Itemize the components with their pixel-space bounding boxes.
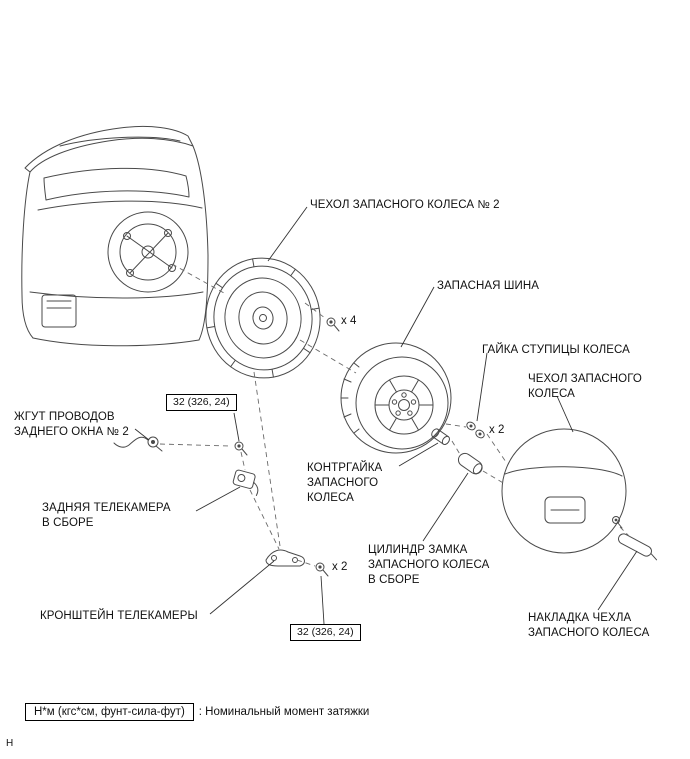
quantity-cover-bolts: x 4 bbox=[341, 315, 357, 327]
vehicle-rear-drawing bbox=[21, 125, 209, 347]
callout-wheel-hub-nut: ГАЙКА СТУПИЦЫ КОЛЕСА bbox=[482, 344, 630, 356]
callout-rear-camera-assembly: ЗАДНЯЯ ТЕЛЕКАМЕРА В СБОРЕ bbox=[42, 502, 171, 529]
callout-lock-cylinder-assembly: ЦИЛИНДР ЗАМКА ЗАПАСНОГО КОЛЕСА В СБОРЕ bbox=[368, 544, 490, 586]
cover-bolt-icon bbox=[326, 317, 340, 332]
callout-leader-lines bbox=[134, 206, 638, 625]
callout-rear-window-harness-no2: ЖГУТ ПРОВОДОВ ЗАДНЕГО ОКНА № 2 bbox=[14, 411, 129, 438]
bracket-bolt-icon bbox=[315, 562, 329, 577]
torque-unit-box: Н*м (кгс*см, фунт-сила-фут) bbox=[25, 703, 194, 721]
callout-spare-wheel-cover: ЧЕХОЛ ЗАПАСНОГО КОЛЕСА bbox=[528, 373, 642, 400]
page-footer-mark: Н bbox=[6, 738, 14, 749]
callout-spare-wheel-cover-no2: ЧЕХОЛ ЗАПАСНОГО КОЛЕСА № 2 bbox=[310, 199, 500, 211]
callout-spare-tire: ЗАПАСНАЯ ШИНА bbox=[437, 280, 540, 292]
torque-spec-badge-1: 32 (326, 24) bbox=[166, 394, 237, 411]
quantity-bracket-bolts: x 2 bbox=[332, 561, 348, 573]
callout-camera-bracket: КРОНШТЕЙН ТЕЛЕКАМЕРЫ bbox=[40, 610, 198, 622]
rear-window-harness-drawing bbox=[113, 436, 163, 452]
quantity-hub-nuts: x 2 bbox=[489, 424, 505, 436]
torque-legend-description: : Номинальный момент затяжки bbox=[198, 706, 370, 718]
spare-wheel-cover-no2-drawing bbox=[205, 257, 321, 379]
plate-screw-icon bbox=[612, 516, 623, 529]
assembly-dashed-lines bbox=[159, 263, 631, 567]
wheel-hub-nut-drawing bbox=[466, 421, 485, 439]
camera-bolt-icon bbox=[234, 441, 248, 456]
callout-cover-plate: НАКЛАДКА ЧЕХЛА ЗАПАСНОГО КОЛЕСА bbox=[528, 612, 650, 639]
rear-camera-drawing bbox=[232, 469, 259, 496]
cover-plate-drawing bbox=[618, 533, 658, 561]
spare-tire-drawing bbox=[340, 342, 452, 454]
camera-bracket-drawing bbox=[265, 549, 305, 567]
torque-legend: Н*м (кгс*см, фунт-сила-фут) : Номинальны… bbox=[25, 703, 369, 721]
spare-wheel-cover-drawing bbox=[501, 428, 627, 554]
torque-spec-badge-2: 32 (326, 24) bbox=[290, 624, 361, 641]
callout-spare-wheel-lock-nut: КОНТРГАЙКА ЗАПАСНОГО КОЛЕСА bbox=[307, 462, 383, 504]
lock-cylinder-drawing bbox=[457, 452, 483, 475]
spare-wheel-lock-nut-drawing bbox=[431, 428, 450, 446]
